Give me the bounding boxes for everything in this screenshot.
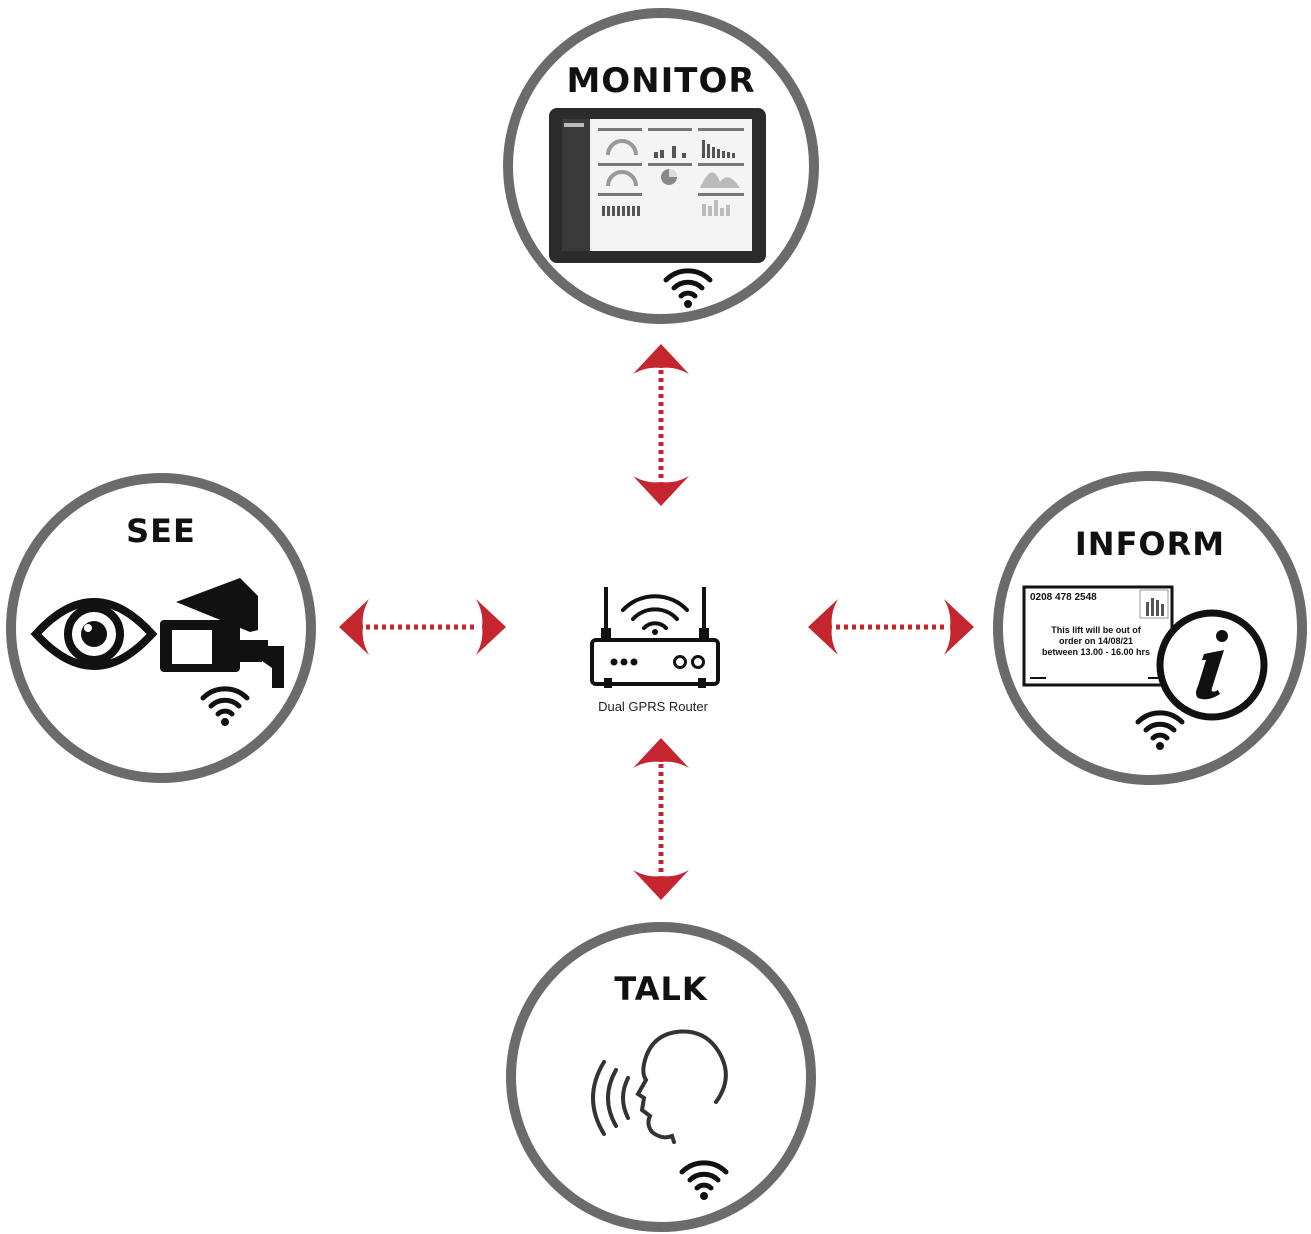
monitor-title: MONITOR <box>566 61 755 101</box>
arrow-router-inform <box>808 599 974 655</box>
monitor-node: MONITOR <box>503 8 819 324</box>
talk-title: TALK <box>614 970 708 1008</box>
inform-title: INFORM <box>1075 525 1225 563</box>
eye-icon <box>30 598 158 670</box>
sign-line-2: order on 14/08/21 <box>1059 636 1133 646</box>
tablet-icon <box>549 108 766 263</box>
see-title: SEE <box>126 512 196 550</box>
cctv-camera-icon <box>160 578 284 688</box>
sign-phone: 0208 478 2548 <box>1030 592 1097 603</box>
speaking-head-icon <box>591 1029 728 1144</box>
info-icon <box>1156 609 1268 721</box>
arrow-router-talk <box>633 738 689 900</box>
talk-ring <box>506 922 816 1232</box>
sign-line-3: between 13.00 - 16.00 hrs <box>1042 647 1150 657</box>
router-label: Dual GPRS Router <box>598 699 708 714</box>
router-node: Dual GPRS Router <box>590 587 720 714</box>
arrow-see-router <box>339 599 506 655</box>
sign-line-1: This lift will be out of <box>1051 625 1141 635</box>
see-node: SEE <box>6 473 316 783</box>
arrow-monitor-router <box>633 344 689 506</box>
talk-node: TALK <box>506 922 816 1232</box>
lift-notice-sign: 0208 478 2548 This lift will be out of o… <box>1022 585 1174 687</box>
router-icon <box>590 587 720 688</box>
inform-node: INFORM 0208 478 2548 This lift will be o… <box>993 471 1307 785</box>
